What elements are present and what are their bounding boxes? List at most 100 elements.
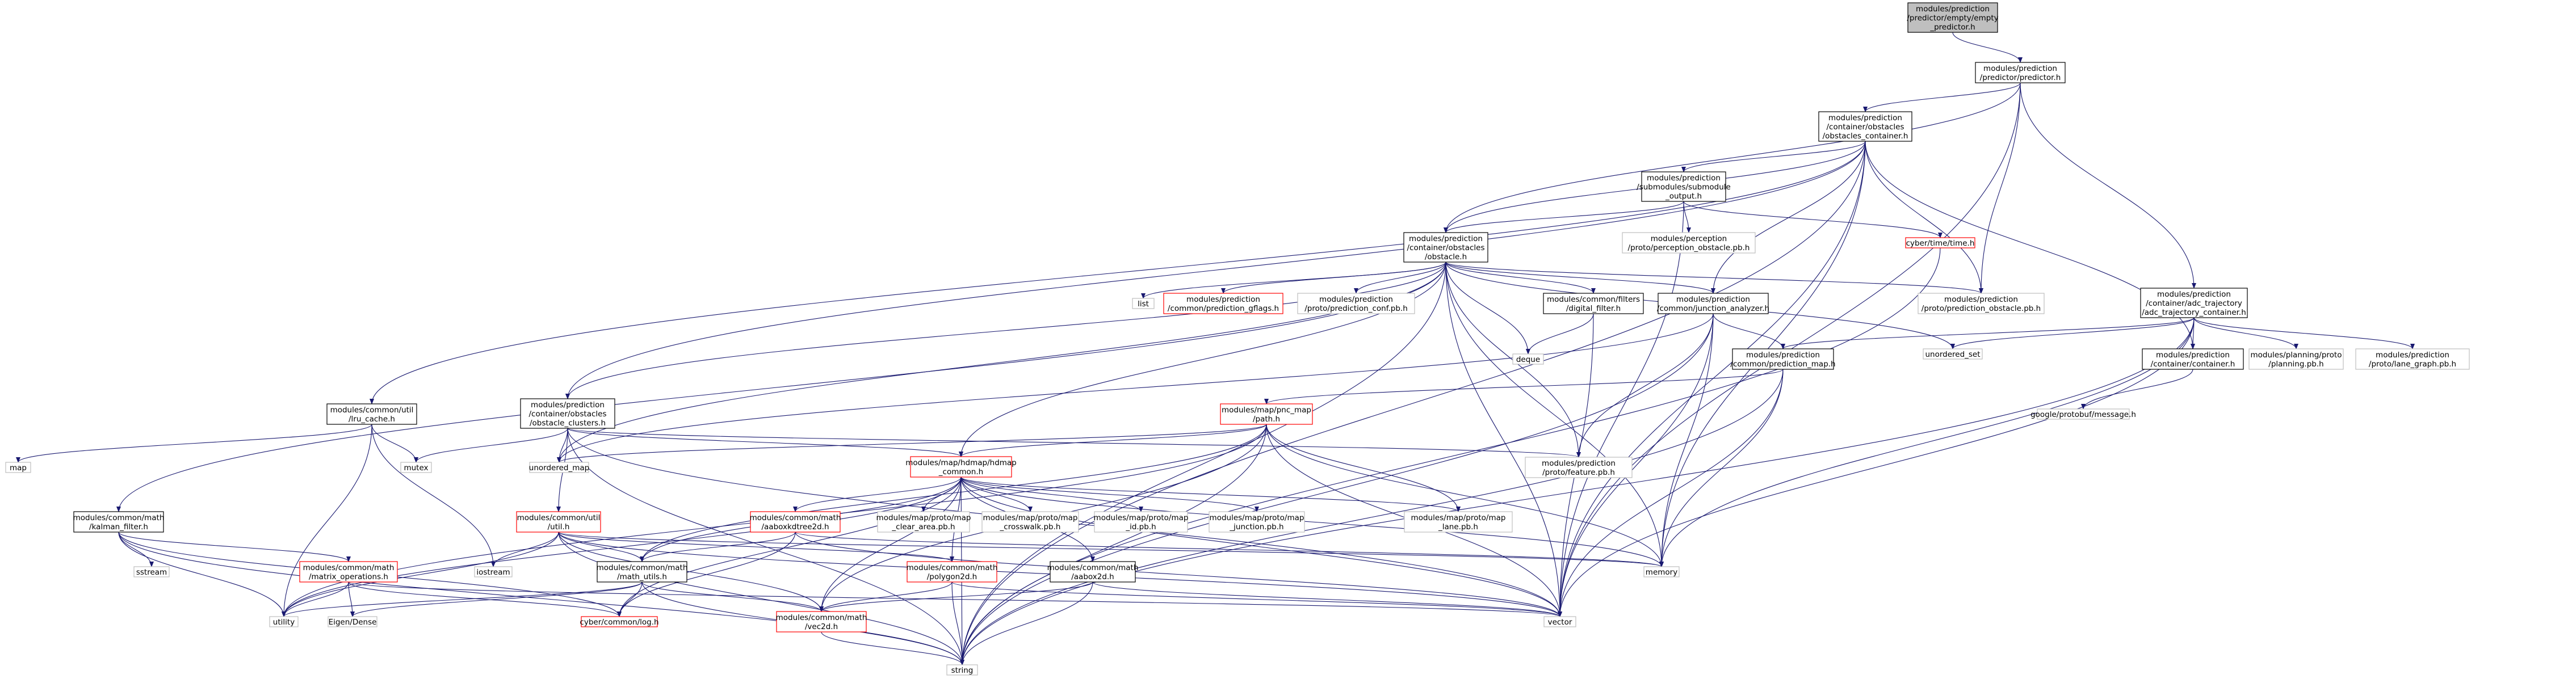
node-cyber_log[interactable]: cyber/common/log.h <box>580 616 659 627</box>
node-unordered_map[interactable]: unordered_map <box>529 462 589 473</box>
node-box-memory[interactable] <box>1643 566 1680 577</box>
node-box-digital_filter[interactable] <box>1543 293 1644 314</box>
node-obstacle[interactable]: modules/prediction/container/obstacles/o… <box>1403 232 1488 263</box>
node-container_h[interactable]: modules/prediction/container/container.h <box>2142 348 2244 370</box>
node-box-obstacles_container[interactable] <box>1818 111 1912 142</box>
node-box-unordered_map[interactable] <box>529 462 589 473</box>
node-sstream[interactable]: sstream <box>133 566 170 577</box>
node-cyber_time[interactable]: cyber/time/time.h <box>1905 237 1975 248</box>
node-box-aabox2d[interactable] <box>1050 561 1136 583</box>
node-box-lane_pb[interactable] <box>1404 511 1513 533</box>
node-vector[interactable]: vector <box>1543 616 1576 627</box>
node-box-unordered_set[interactable] <box>1923 348 1983 360</box>
node-memory[interactable]: memory <box>1643 566 1680 577</box>
node-aaboxkdtree2d[interactable]: modules/common/math/aaboxkdtree2d.h <box>750 511 841 533</box>
node-box-crosswalk_pb[interactable] <box>981 511 1079 533</box>
node-box-aaboxkdtree2d[interactable] <box>750 511 841 533</box>
node-lru_cache[interactable]: modules/common/util/lru_cache.h <box>326 403 417 425</box>
node-box-sstream[interactable] <box>133 566 170 577</box>
node-box-cyber_time[interactable] <box>1905 237 1975 248</box>
node-digital_filter[interactable]: modules/common/filters/digital_filter.h <box>1543 293 1644 314</box>
node-box-predictor[interactable] <box>1975 62 2066 83</box>
node-util_h[interactable]: modules/common/util/util.h <box>516 511 601 533</box>
node-crosswalk_pb[interactable]: modules/map/proto/map_crosswalk.pb.h <box>981 511 1079 533</box>
node-box-prediction_gflags[interactable] <box>1163 293 1283 314</box>
node-box-obstacle[interactable] <box>1403 232 1488 263</box>
node-box-empty_predictor[interactable] <box>1907 2 1998 33</box>
node-aabox2d[interactable]: modules/common/math/aabox2d.h <box>1047 561 1139 583</box>
node-adc_trajectory_container[interactable]: modules/prediction/container/adc_traject… <box>2140 288 2248 318</box>
node-box-prediction_conf_pb[interactable] <box>1297 293 1415 314</box>
node-prediction_obstacle_pb[interactable]: modules/prediction/proto/prediction_obst… <box>1918 293 2045 314</box>
node-polygon2d[interactable]: modules/common/math/polygon2d.h <box>907 561 998 583</box>
node-predictor[interactable]: modules/prediction/predictor/predictor.h <box>1975 62 2066 83</box>
node-pnc_path[interactable]: modules/map/pnc_map/path.h <box>1220 403 1313 425</box>
node-box-math_utils[interactable] <box>597 561 687 583</box>
node-eigen_dense[interactable]: Eigen/Dense <box>328 616 377 627</box>
node-prediction_map[interactable]: modules/prediction/common/prediction_map… <box>1730 348 1836 370</box>
node-box-lane_graph_pb[interactable] <box>2355 348 2470 370</box>
node-box-prediction_map[interactable] <box>1732 348 1834 370</box>
node-list[interactable]: list <box>1132 298 1155 309</box>
node-box-container_h[interactable] <box>2142 348 2244 370</box>
node-empty_predictor[interactable]: modules/prediction/predictor/empty/empty… <box>1907 2 1999 33</box>
node-box-junction_analyzer[interactable] <box>1658 293 1769 314</box>
node-box-deque[interactable] <box>1512 353 1544 365</box>
node-box-clear_area_pb[interactable] <box>877 511 970 533</box>
node-utility[interactable]: utility <box>269 616 299 627</box>
node-obstacle_clusters[interactable]: modules/prediction/container/obstacles/o… <box>520 398 615 429</box>
node-box-eigen_dense[interactable] <box>328 616 377 627</box>
node-junction_pb[interactable]: modules/map/proto/map_junction.pb.h <box>1209 511 1305 533</box>
node-box-hdmap_common[interactable] <box>910 456 1012 478</box>
node-hdmap_common[interactable]: modules/map/hdmap/hdmap_common.h <box>905 456 1017 478</box>
node-box-vector[interactable] <box>1543 616 1576 627</box>
node-matrix_operations[interactable]: modules/common/math/matrix_operations.h <box>299 561 398 583</box>
node-box-prediction_obstacle_pb[interactable] <box>1918 293 2045 314</box>
node-box-map[interactable] <box>5 462 31 473</box>
node-box-kalman_filter[interactable] <box>73 511 164 533</box>
node-box-polygon2d[interactable] <box>907 561 997 583</box>
node-prediction_gflags[interactable]: modules/prediction/common/prediction_gfl… <box>1163 293 1283 314</box>
node-kalman_filter[interactable]: modules/common/math/kalman_filter.h <box>73 511 165 533</box>
node-feature_pb[interactable]: modules/prediction/proto/feature.pb.h <box>1525 457 1633 478</box>
node-string[interactable]: string <box>946 664 978 676</box>
node-box-string[interactable] <box>946 664 978 676</box>
node-mutex[interactable]: mutex <box>400 462 432 473</box>
node-clear_area_pb[interactable]: modules/map/proto/map_clear_area.pb.h <box>876 511 971 533</box>
node-submodule_output[interactable]: modules/prediction/submodules/submodule_… <box>1637 171 1731 202</box>
node-prediction_conf_pb[interactable]: modules/prediction/proto/prediction_conf… <box>1297 293 1415 314</box>
node-box-lru_cache[interactable] <box>326 403 417 425</box>
node-vec2d[interactable]: modules/common/math/vec2d.h <box>776 611 867 632</box>
node-perception_obstacle_pb[interactable]: modules/perception/proto/perception_obst… <box>1622 232 1756 254</box>
node-box-utility[interactable] <box>269 616 299 627</box>
node-box-feature_pb[interactable] <box>1525 457 1633 478</box>
node-box-planning_pb[interactable] <box>2248 348 2344 370</box>
node-planning_pb[interactable]: modules/planning/proto/planning.pb.h <box>2248 348 2344 370</box>
node-box-protobuf_message[interactable] <box>2037 408 2130 420</box>
node-box-id_pb[interactable] <box>1094 511 1188 533</box>
node-box-cyber_log[interactable] <box>581 616 658 627</box>
node-deque[interactable]: deque <box>1512 353 1544 365</box>
node-box-perception_obstacle_pb[interactable] <box>1622 232 1756 254</box>
node-junction_analyzer[interactable]: modules/prediction/common/junction_analy… <box>1657 293 1769 314</box>
node-iostream[interactable]: iostream <box>474 566 513 577</box>
node-box-pnc_path[interactable] <box>1220 403 1313 425</box>
node-box-matrix_operations[interactable] <box>299 561 398 583</box>
node-lane_graph_pb[interactable]: modules/prediction/proto/lane_graph.pb.h <box>2355 348 2470 370</box>
node-map[interactable]: map <box>5 462 31 473</box>
node-unordered_set[interactable]: unordered_set <box>1923 348 1983 360</box>
node-obstacles_container[interactable]: modules/prediction/container/obstacles/o… <box>1818 111 1912 142</box>
node-lane_pb[interactable]: modules/map/proto/map_lane.pb.h <box>1404 511 1513 533</box>
node-box-iostream[interactable] <box>474 566 513 577</box>
node-box-submodule_output[interactable] <box>1641 171 1726 202</box>
node-box-adc_trajectory_container[interactable] <box>2140 288 2248 318</box>
node-box-vec2d[interactable] <box>776 611 867 632</box>
node-box-list[interactable] <box>1132 298 1155 309</box>
node-box-obstacle_clusters[interactable] <box>520 398 615 429</box>
node-id_pb[interactable]: modules/map/proto/map_id.pb.h <box>1094 511 1189 533</box>
node-box-util_h[interactable] <box>516 511 601 533</box>
node-protobuf_message[interactable]: google/protobuf/message.h <box>2030 408 2136 420</box>
node-box-mutex[interactable] <box>400 462 432 473</box>
node-box-junction_pb[interactable] <box>1209 511 1305 533</box>
node-math_utils[interactable]: modules/common/math/math_utils.h <box>597 561 688 583</box>
